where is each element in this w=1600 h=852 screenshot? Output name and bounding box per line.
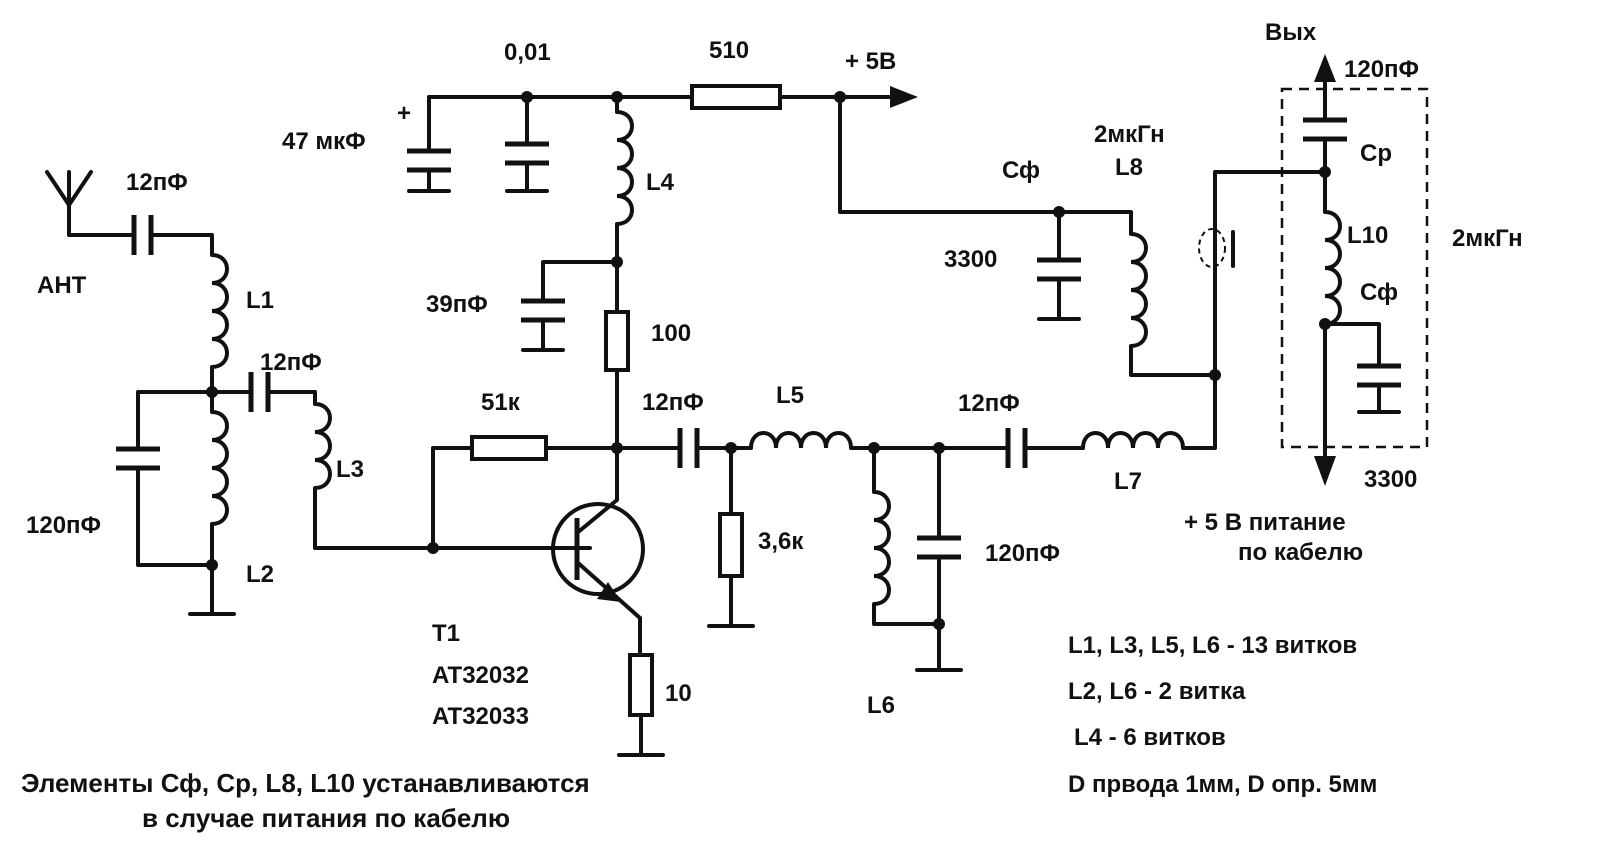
cap-12pf-ant bbox=[131, 215, 154, 255]
label-c-coupling: 12пФ bbox=[260, 349, 322, 376]
cap-12pf-coupling bbox=[248, 372, 271, 412]
coil-l4 bbox=[615, 110, 634, 226]
output-arrow-icon bbox=[1314, 54, 1336, 82]
label-out: Вых bbox=[1265, 19, 1317, 46]
footer-line: Элементы Сф, Ср, L8, L10 устанавливаются bbox=[21, 768, 590, 798]
label-c-3300-right: 3300 bbox=[1364, 466, 1417, 493]
label-cp: Ср bbox=[1360, 140, 1392, 167]
label-r-10: 10 bbox=[665, 680, 692, 707]
label-cable-power-2: по кабелю bbox=[1238, 539, 1363, 566]
label-l7: L7 bbox=[1114, 468, 1142, 495]
label-c-12-out: 12пФ bbox=[642, 389, 704, 416]
coil-l10 bbox=[1323, 210, 1342, 326]
label-t1-type1: AT32032 bbox=[432, 662, 529, 689]
coil-l8 bbox=[1129, 232, 1148, 348]
coil-l1 bbox=[210, 253, 229, 369]
cable-arrow-icon bbox=[1314, 456, 1336, 486]
label-plus: + bbox=[397, 100, 411, 127]
label-c-120-out: 120пФ bbox=[1344, 56, 1419, 83]
coax-shield-icon bbox=[1198, 228, 1235, 268]
label-l1: L1 bbox=[246, 287, 274, 314]
cable-feed-box bbox=[1280, 87, 1429, 449]
label-c-ant: 12пФ bbox=[126, 169, 188, 196]
cap-12pf-mid bbox=[1005, 428, 1028, 468]
transistor-t1-icon bbox=[551, 446, 645, 620]
note-line: L1, L3, L5, L6 - 13 витков bbox=[1068, 632, 1357, 659]
label-c-39: 39пФ bbox=[426, 291, 488, 318]
label-c-47: 47 мкФ bbox=[282, 128, 366, 155]
label-r-510: 510 bbox=[709, 37, 749, 64]
label-l10-value: 2мкГн bbox=[1452, 225, 1523, 252]
resistor-3-6k bbox=[718, 512, 744, 578]
label-c-3300-left: 3300 bbox=[944, 246, 997, 273]
coil-l2 bbox=[210, 410, 229, 526]
antenna-icon bbox=[45, 170, 93, 237]
label-l8: L8 bbox=[1115, 154, 1143, 181]
note-line: L2, L6 - 2 витка bbox=[1068, 678, 1246, 705]
cap-47uf bbox=[407, 148, 451, 173]
label-c-in: 120пФ bbox=[26, 512, 101, 539]
resistor-51k bbox=[470, 435, 548, 461]
label-l8-value: 2мкГн bbox=[1094, 121, 1165, 148]
note-line: D првода 1мм, D опр. 5мм bbox=[1068, 771, 1377, 798]
label-t1: T1 bbox=[432, 620, 460, 647]
supply-arrow-icon bbox=[890, 86, 918, 108]
label-cf-right: Сф bbox=[1360, 279, 1398, 306]
cap-120pf-in bbox=[116, 446, 160, 471]
coil-l5 bbox=[749, 431, 853, 450]
cap-cp-120pf bbox=[1303, 117, 1347, 142]
coil-l7 bbox=[1081, 431, 1185, 450]
label-c-0-01: 0,01 bbox=[504, 39, 551, 66]
label-r-100: 100 bbox=[651, 320, 691, 347]
label-c-120-mid: 120пФ bbox=[985, 540, 1060, 567]
cap-120pf-mid bbox=[917, 535, 961, 560]
label-r-3-6k: 3,6к bbox=[758, 528, 804, 555]
label-cable-power-1: + 5 В питание bbox=[1184, 509, 1346, 536]
label-t1-type2: AT32033 bbox=[432, 703, 529, 730]
label-supply: + 5В bbox=[845, 48, 896, 75]
label-c-12-mid: 12пФ bbox=[958, 390, 1020, 417]
label-l4: L4 bbox=[646, 169, 675, 196]
cap-39pf bbox=[521, 298, 565, 323]
coil-l6 bbox=[872, 490, 891, 606]
resistor-10 bbox=[628, 653, 654, 717]
coil-l3 bbox=[313, 402, 332, 490]
label-cf-left: Сф bbox=[1002, 157, 1040, 184]
label-r-51k: 51к bbox=[481, 389, 521, 416]
note-line: L4 - 6 витков bbox=[1074, 724, 1226, 751]
resistor-510 bbox=[690, 84, 782, 110]
cap-cf-3300 bbox=[1357, 363, 1401, 388]
label-l5: L5 bbox=[776, 382, 804, 409]
cap-3300-left bbox=[1037, 257, 1081, 282]
resistor-100 bbox=[604, 310, 630, 372]
cap-0-01 bbox=[505, 141, 549, 166]
label-l10: L10 bbox=[1347, 222, 1388, 249]
footer-line: в случае питания по кабелю bbox=[142, 803, 510, 833]
label-l6: L6 bbox=[867, 692, 895, 719]
label-ant: АНТ bbox=[37, 272, 87, 299]
label-l2: L2 bbox=[246, 561, 274, 588]
cap-12pf-out bbox=[677, 428, 700, 468]
label-l3: L3 bbox=[336, 456, 364, 483]
